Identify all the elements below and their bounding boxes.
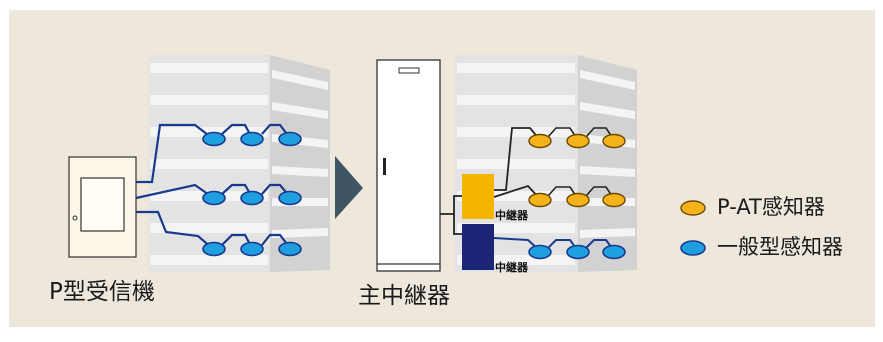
pat-sensor-icon bbox=[566, 192, 590, 208]
pat-sensor-icon bbox=[566, 133, 590, 149]
general-sensor-icon bbox=[602, 244, 626, 260]
relay-navy-box bbox=[462, 224, 494, 270]
main-relay-cabinet-icon bbox=[376, 59, 441, 272]
general-sensor-icon bbox=[528, 244, 552, 260]
general-sensor-icon bbox=[202, 131, 226, 147]
p-type-receiver-icon bbox=[68, 156, 137, 258]
legend-general-sensor-icon bbox=[680, 240, 706, 256]
general-sensor-icon bbox=[278, 190, 302, 206]
general-sensor-icon bbox=[240, 241, 264, 257]
left-sensors bbox=[202, 131, 302, 257]
pat-sensor-icon bbox=[602, 192, 626, 208]
general-sensor-icon bbox=[240, 131, 264, 147]
pat-sensor-icon bbox=[602, 133, 626, 149]
relay-bottom-label: 中継器 bbox=[495, 261, 528, 274]
general-sensor-icon bbox=[202, 241, 226, 257]
pat-sensor-icon bbox=[528, 192, 552, 208]
orange-wiring bbox=[547, 127, 615, 200]
general-sensor-icon bbox=[240, 190, 264, 206]
right-pat-sensors bbox=[528, 133, 626, 208]
left-building-icon bbox=[148, 55, 330, 272]
legend-item-general-label: 一般型感知器 bbox=[717, 235, 843, 259]
general-sensor-icon bbox=[278, 241, 302, 257]
general-sensor-icon bbox=[202, 190, 226, 206]
relay-top-label: 中継器 bbox=[495, 209, 528, 222]
relay-yellow-box bbox=[462, 174, 494, 219]
main-relay-label: 主中継器 bbox=[358, 283, 450, 309]
general-sensor-icon bbox=[566, 244, 590, 260]
legend-pat-sensor-icon bbox=[680, 200, 706, 216]
pat-sensor-icon bbox=[528, 133, 552, 149]
left-wiring bbox=[135, 123, 291, 249]
arrow-right-icon bbox=[335, 156, 363, 219]
legend-item-pat-label: P-AT感知器 bbox=[717, 195, 825, 219]
p-type-receiver-label: P型受信機 bbox=[49, 279, 155, 305]
right-general-sensors bbox=[528, 244, 626, 260]
general-sensor-icon bbox=[278, 131, 302, 147]
